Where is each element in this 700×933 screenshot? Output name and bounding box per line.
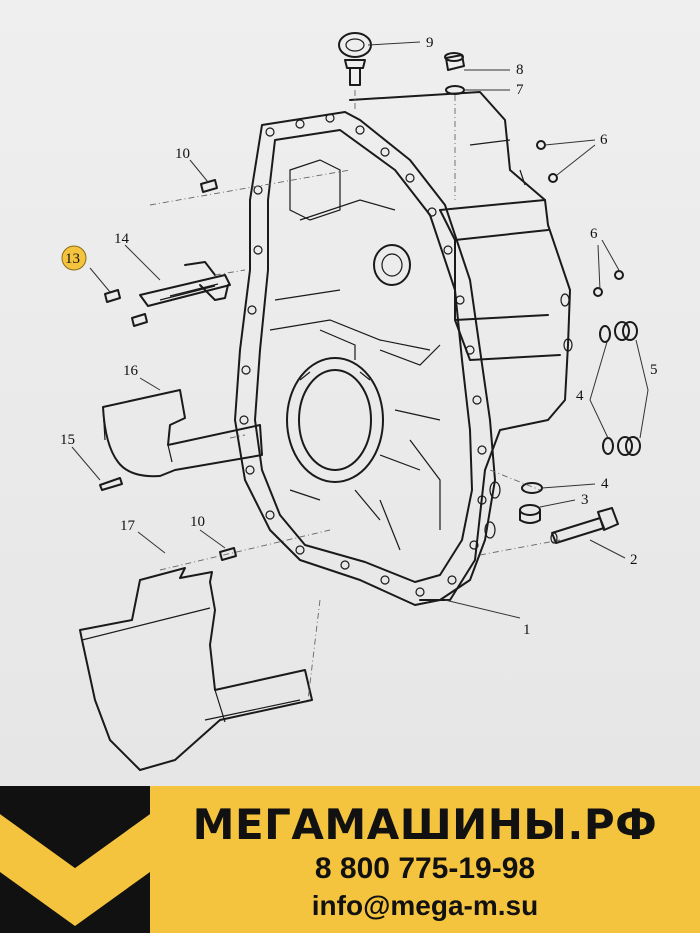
email-address[interactable]: info@mega-m.su [311, 890, 539, 921]
callout-6-top: 6 [600, 132, 608, 148]
nuts-part-6 [536, 140, 624, 297]
callout-4-upper: 4 [576, 388, 584, 404]
callout-17: 17 [120, 518, 136, 534]
bolt-part-2 [550, 507, 619, 544]
callout-3: 3 [581, 492, 589, 508]
callout-1: 1 [523, 622, 531, 638]
callout-4-lower: 4 [601, 476, 609, 492]
callout-2: 2 [630, 552, 638, 568]
shield-part-16 [102, 389, 263, 478]
bracket-part-14 [139, 261, 231, 307]
plug-part-8 [444, 52, 465, 71]
cover-part-17 [79, 567, 313, 771]
callout-8: 8 [516, 62, 524, 78]
callout-5: 5 [650, 362, 658, 378]
brand-logo-icon [0, 786, 150, 933]
gearbox-housing-drawing: 9 8 7 6 6 5 4 4 3 2 1 10 10 13 14 15 16 … [60, 32, 658, 771]
phone-number[interactable]: 8 800 775-19-98 [314, 852, 536, 885]
housing-part-1 [234, 91, 573, 606]
callout-7: 7 [516, 82, 524, 98]
exploded-parts-diagram: 9 8 7 6 6 5 4 4 3 2 1 10 10 13 14 15 16 … [0, 0, 700, 786]
screws-part-13 [104, 289, 148, 327]
callout-16: 16 [123, 363, 139, 379]
callout-15: 15 [60, 432, 75, 448]
plug-part-3 [519, 504, 541, 524]
callout-10-bottom: 10 [190, 514, 205, 530]
eye-bolt-part-9 [338, 32, 372, 86]
highlight-marker-13 [61, 245, 87, 271]
seals-part-5 [614, 321, 641, 456]
callout-6-mid: 6 [590, 226, 598, 242]
contact-banner: МЕГАМАШИНЫ.РФ 8 800 775-19-98 info@mega-… [0, 786, 700, 933]
callout-numbers: 9 8 7 6 6 5 4 4 3 2 1 10 10 13 14 15 16 … [60, 35, 658, 638]
pin-part-15 [99, 477, 123, 491]
callout-13: 13 [65, 251, 80, 267]
dowel-pins-part-10 [200, 179, 237, 561]
brand-name: МЕГАМАШИНЫ.РФ [192, 800, 658, 849]
callout-14: 14 [114, 231, 130, 247]
center-lines [149, 90, 561, 701]
callout-9: 9 [426, 35, 434, 51]
callout-10-top: 10 [175, 146, 190, 162]
callout-leaders [71, 41, 649, 619]
